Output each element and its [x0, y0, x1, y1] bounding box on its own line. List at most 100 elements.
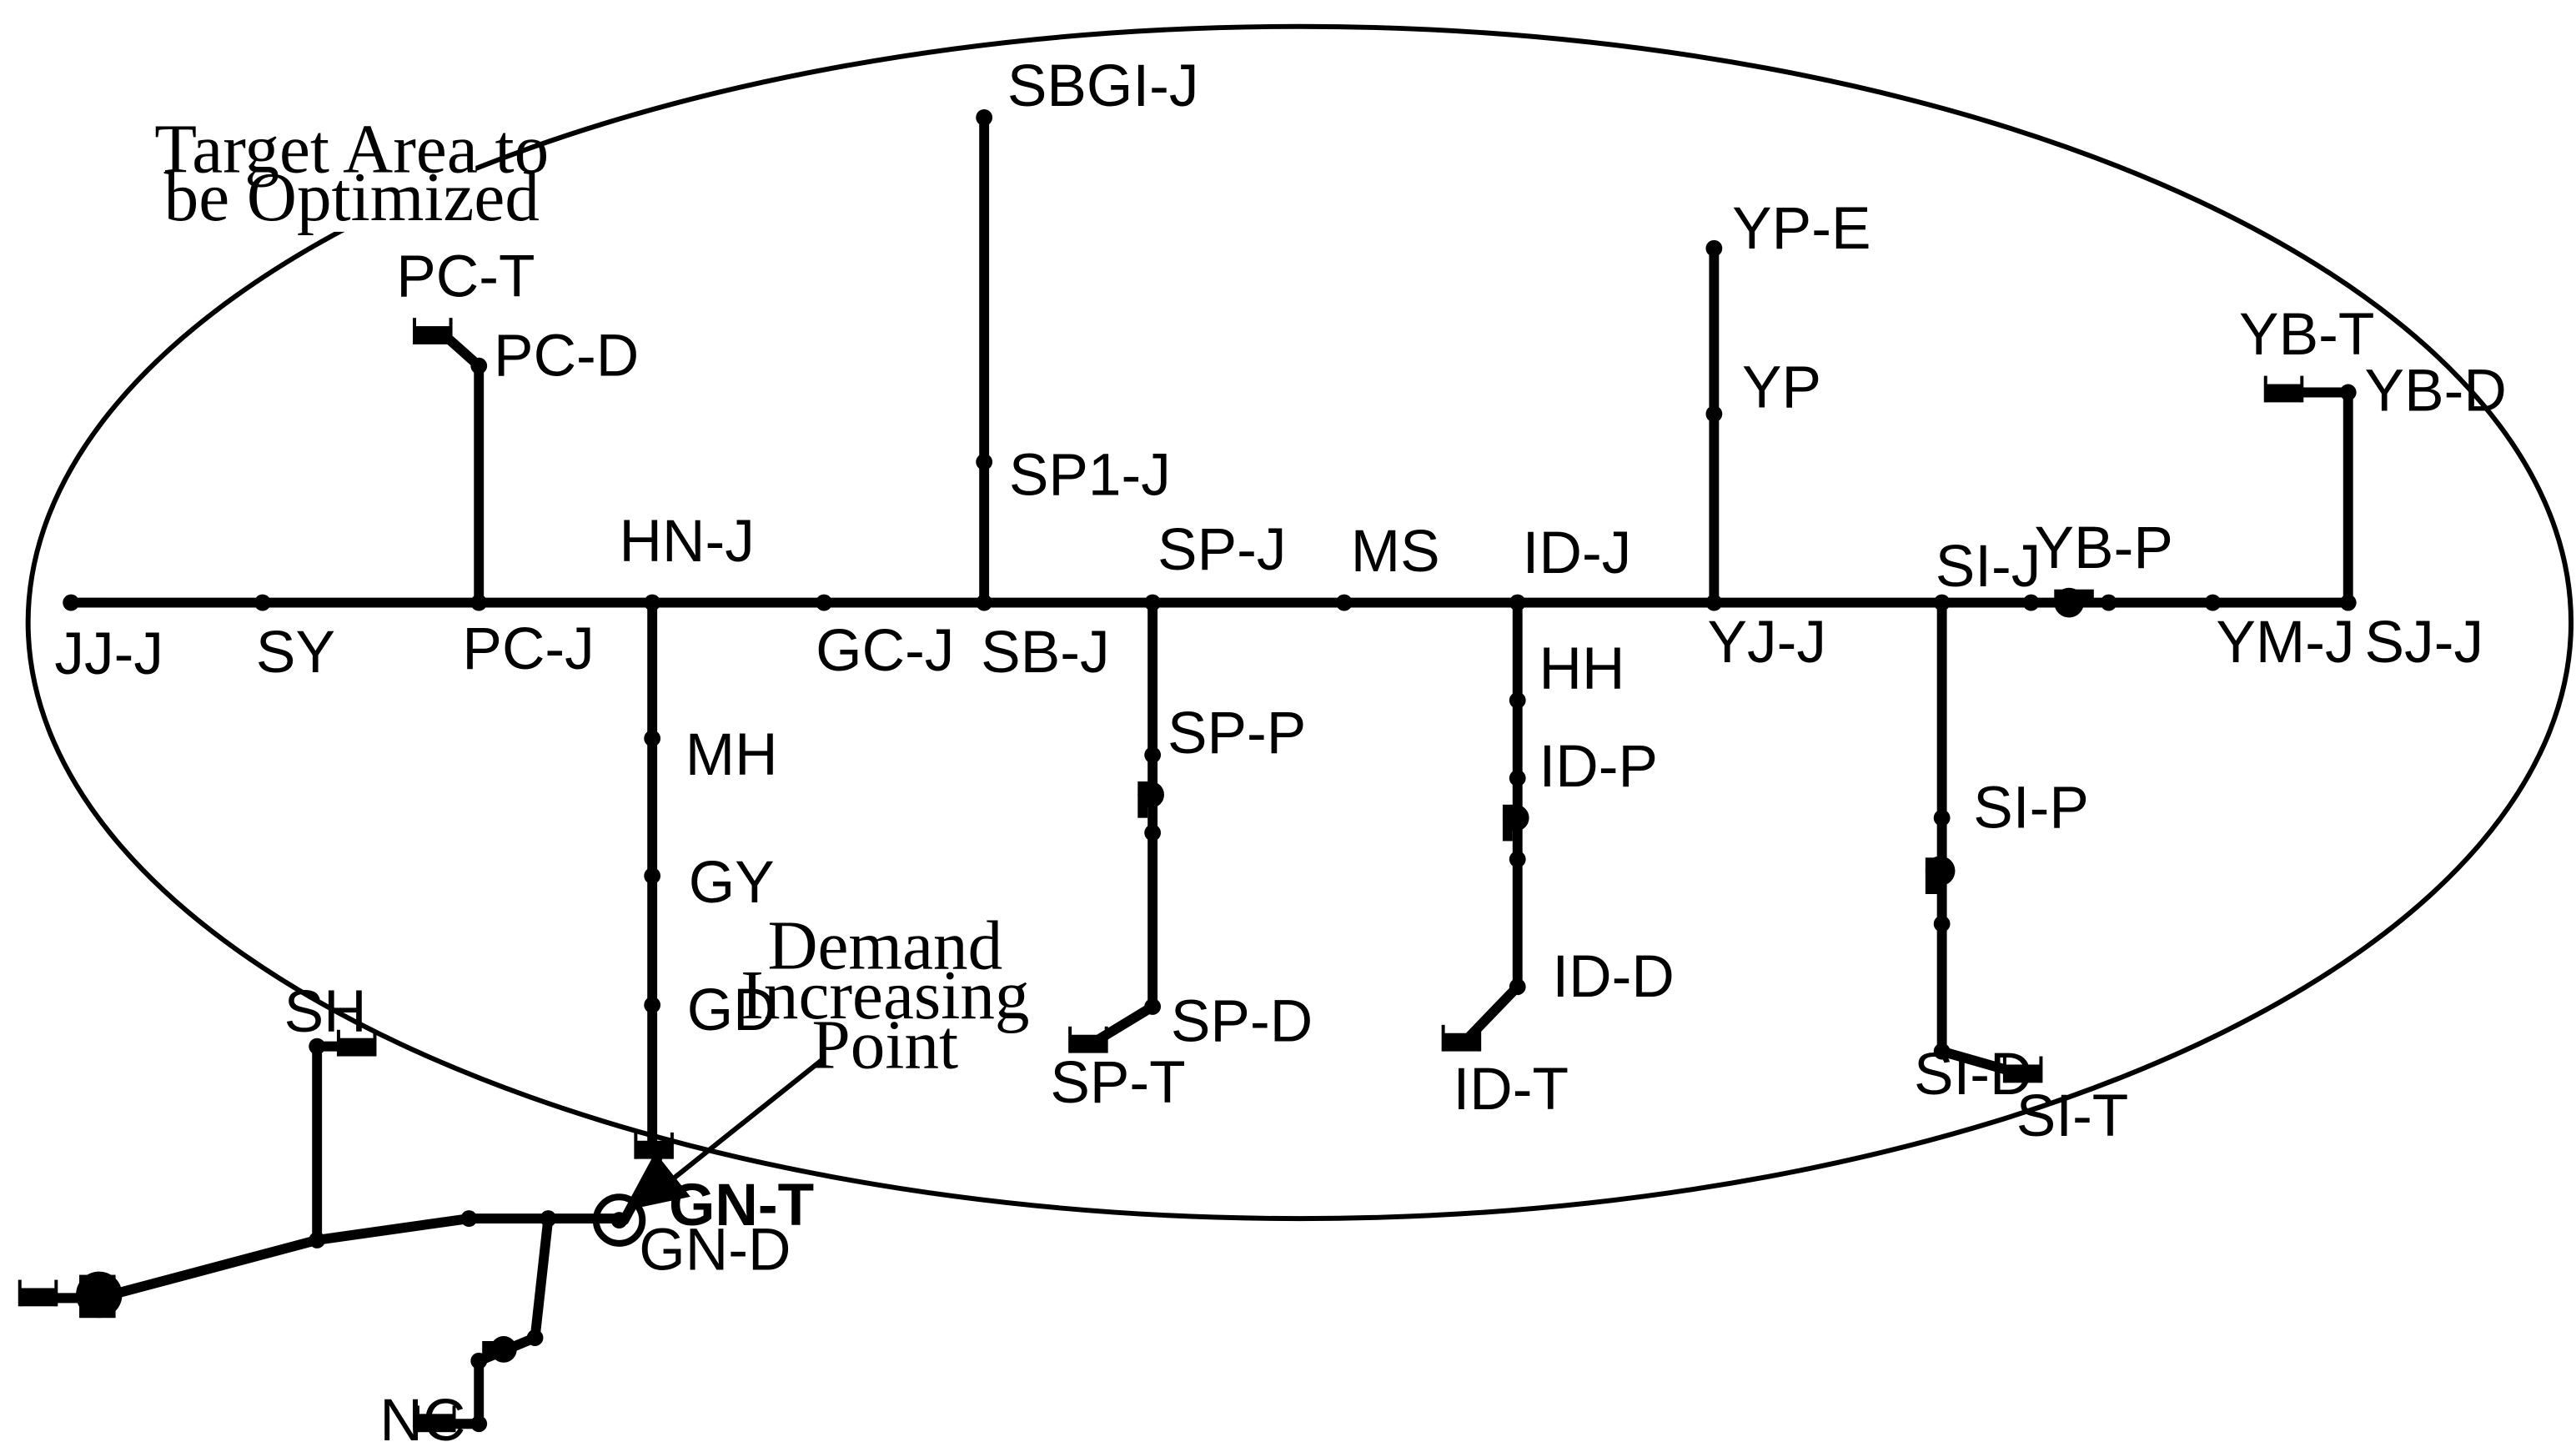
node-si-p-in — [1933, 809, 1951, 826]
label-ym-j: YM-J — [2216, 609, 2354, 676]
label-si-j: SI-J — [1936, 533, 2041, 600]
target-area-label-line1: Target Area to — [154, 111, 549, 188]
tank-sp-t-icon — [1068, 1026, 1108, 1053]
node-gn-d — [610, 1212, 628, 1229]
target-area-ellipse — [25, 23, 2574, 1222]
si-tank-pipe — [1936, 1046, 2016, 1077]
node-yp — [1705, 405, 1723, 423]
node-si-p-out — [1933, 915, 1951, 932]
node-yb-d — [2339, 384, 2357, 401]
pump-west-icon — [76, 1271, 123, 1319]
label-sbgi-j: SBGI-J — [1007, 53, 1199, 119]
node-nc-1 — [526, 1329, 544, 1346]
label-gn-t: GN-T — [669, 1172, 814, 1238]
node-sp-p-in — [1144, 746, 1162, 764]
tank-west-icon — [18, 1279, 58, 1307]
pump-id-p-icon — [1502, 804, 1529, 842]
node-pc-d — [470, 357, 488, 374]
pump-yb-p-icon — [2054, 587, 2094, 618]
demand-point-ring — [592, 1193, 646, 1247]
node-sh-junction — [309, 1231, 326, 1249]
node-sh — [309, 1038, 326, 1055]
tank-id-t-icon — [1441, 1024, 1482, 1052]
pipe-network — [44, 112, 2353, 1429]
node-sp-p-out — [1144, 824, 1162, 842]
node-hh — [1509, 691, 1526, 709]
demand-point-label-line1: Demand — [767, 907, 1002, 984]
node-yb-p-in — [2022, 594, 2040, 611]
tank-sh-icon — [336, 1029, 377, 1057]
label-si-p: SI-P — [1973, 775, 2089, 842]
tank-gn-t-icon — [634, 1132, 674, 1159]
label-id-j: ID-J — [1523, 520, 1632, 586]
yb-branch-pipe — [2295, 387, 2353, 608]
label-sj-j: SJ-J — [2365, 609, 2484, 676]
label-sp-t: SP-T — [1050, 1049, 1185, 1116]
pump-nc-icon — [482, 1336, 517, 1363]
tank-yb-t-icon — [2263, 375, 2304, 403]
label-yb-p: YB-P — [2035, 515, 2173, 581]
pump-si-p-icon — [1925, 856, 1956, 894]
label-pc-t: PC-T — [396, 243, 535, 309]
node-yp-e — [1705, 239, 1723, 257]
node-sbgi-j — [976, 109, 993, 126]
label-hn-j: HN-J — [620, 508, 755, 575]
junction-nodes — [63, 109, 2357, 1433]
label-pc-d: PC-D — [494, 323, 639, 389]
label-sp1-j: SP1-J — [1009, 441, 1171, 508]
node-si-j — [1933, 594, 1951, 611]
id-tank-pipe — [1464, 982, 1523, 1042]
label-sb-j: SB-J — [981, 619, 1109, 686]
node-pc-j — [470, 594, 488, 611]
demand-point-label-line3: Point — [812, 1007, 959, 1083]
label-gn-d: GN-D — [639, 1217, 791, 1284]
node-labels: JJ-J SY PC-J PC-D PC-T HN-J MH GY GD GN-… — [54, 53, 2506, 1452]
label-si-t: SI-T — [2016, 1083, 2129, 1149]
node-sp-d — [1144, 998, 1162, 1015]
node-si-d — [1933, 1043, 1951, 1060]
annotation-backdrop — [228, 135, 476, 232]
label-yp-e: YP-E — [1732, 195, 1870, 262]
node-sp-j — [1144, 594, 1162, 611]
node-gy — [644, 867, 661, 885]
node-sp1-j — [976, 453, 993, 470]
node-nc — [470, 1415, 488, 1433]
node-hn-j — [644, 594, 661, 611]
node-jj-j — [63, 594, 80, 611]
label-jj-j: JJ-J — [54, 620, 163, 687]
node-outer-1 — [460, 1210, 478, 1228]
tanks — [18, 318, 2304, 1433]
node-id-p-in — [1509, 770, 1526, 786]
label-sp-p: SP-P — [1167, 700, 1306, 766]
label-mh: MH — [685, 721, 778, 788]
node-sb-j — [976, 594, 993, 611]
tank-si-t-icon — [2002, 1056, 2043, 1083]
demand-point-arrow — [635, 1058, 824, 1208]
label-yb-t: YB-T — [2239, 301, 2374, 368]
label-gd: GD — [687, 977, 776, 1043]
node-yj-j — [1705, 594, 1723, 611]
label-id-d: ID-D — [1552, 943, 1674, 1010]
pump-sp-p-icon — [1137, 781, 1164, 818]
pumps — [76, 587, 2094, 1363]
demand-point-label-line2: Increasing — [741, 957, 1029, 1034]
node-sy — [254, 594, 271, 611]
label-sh: SH — [284, 978, 367, 1045]
label-nc: NC — [379, 1387, 465, 1452]
label-pc-j: PC-J — [462, 615, 594, 682]
label-gy: GY — [689, 849, 775, 916]
label-id-p: ID-P — [1539, 733, 1658, 800]
node-gc-j — [816, 594, 832, 611]
node-outer-2 — [540, 1210, 557, 1228]
node-yb-p-out — [2100, 594, 2117, 611]
node-id-p-out — [1509, 851, 1526, 868]
node-ym-j — [2204, 594, 2222, 611]
label-sp-j: SP-J — [1157, 516, 1286, 583]
node-sj-j — [2339, 594, 2357, 611]
node-gd — [644, 997, 661, 1013]
outer-west-pipe — [44, 1213, 620, 1304]
node-id-j — [1509, 594, 1526, 611]
label-yb-d: YB-D — [2365, 357, 2507, 424]
node-id-d — [1509, 978, 1526, 996]
